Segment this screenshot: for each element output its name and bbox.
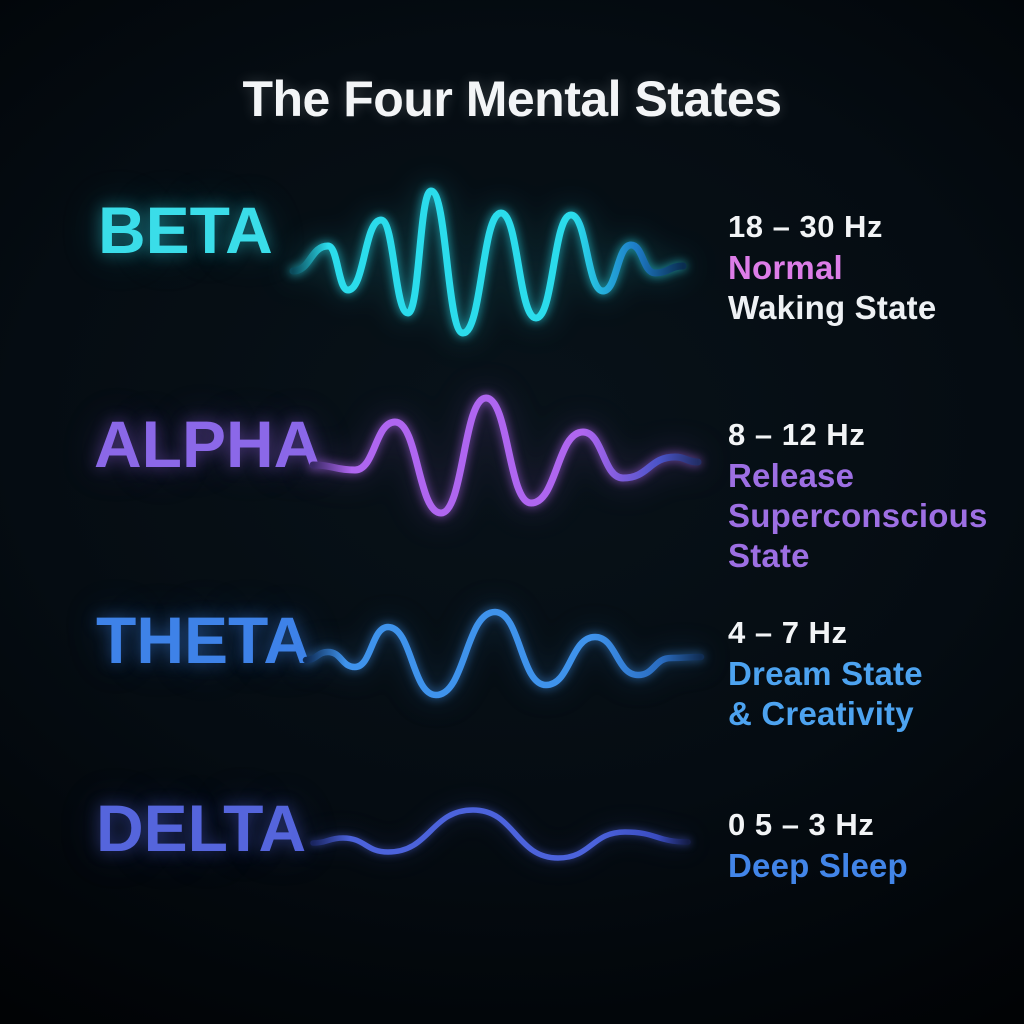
theta-wave-path <box>302 608 705 699</box>
alpha-frequency: 8 – 12 Hz <box>728 417 866 452</box>
alpha-desc-line: State <box>728 537 810 574</box>
beta-wave-path <box>289 187 687 337</box>
alpha-desc-line: Superconscious <box>728 497 988 534</box>
delta-frequency: 0 5 – 3 Hz <box>728 807 875 842</box>
delta-wave-path <box>310 807 691 861</box>
beta-wave-illustration <box>289 187 687 337</box>
beta-desc-line: Waking State <box>728 289 937 326</box>
theta-frequency: 4 – 7 Hz <box>728 615 848 650</box>
delta-wave-illustration <box>310 807 691 861</box>
theta-desc-line: & Creativity <box>728 695 914 732</box>
beta-info: 18 – 30 Hz Normal Waking State <box>728 206 936 328</box>
theta-info: 4 – 7 Hz Dream State & Creativity <box>728 612 923 734</box>
wave-label-alpha: ALPHA <box>94 407 322 481</box>
wave-label-theta: THETA <box>96 603 312 677</box>
delta-desc-line: Deep Sleep <box>728 847 908 884</box>
alpha-wave-path <box>309 394 702 517</box>
beta-desc-line: Normal <box>728 249 843 286</box>
alpha-info: 8 – 12 Hz Release Superconscious State <box>728 414 988 576</box>
alpha-wave-illustration <box>309 394 702 517</box>
theta-wave-illustration <box>302 608 705 699</box>
page-title: The Four Mental States <box>242 71 782 127</box>
theta-desc-line: Dream State <box>728 655 923 692</box>
beta-frequency: 18 – 30 Hz <box>728 209 883 244</box>
wave-label-delta: DELTA <box>96 791 307 865</box>
wave-label-beta: BETA <box>98 193 273 267</box>
delta-info: 0 5 – 3 Hz Deep Sleep <box>728 804 908 886</box>
alpha-desc-line: Release <box>728 457 855 494</box>
